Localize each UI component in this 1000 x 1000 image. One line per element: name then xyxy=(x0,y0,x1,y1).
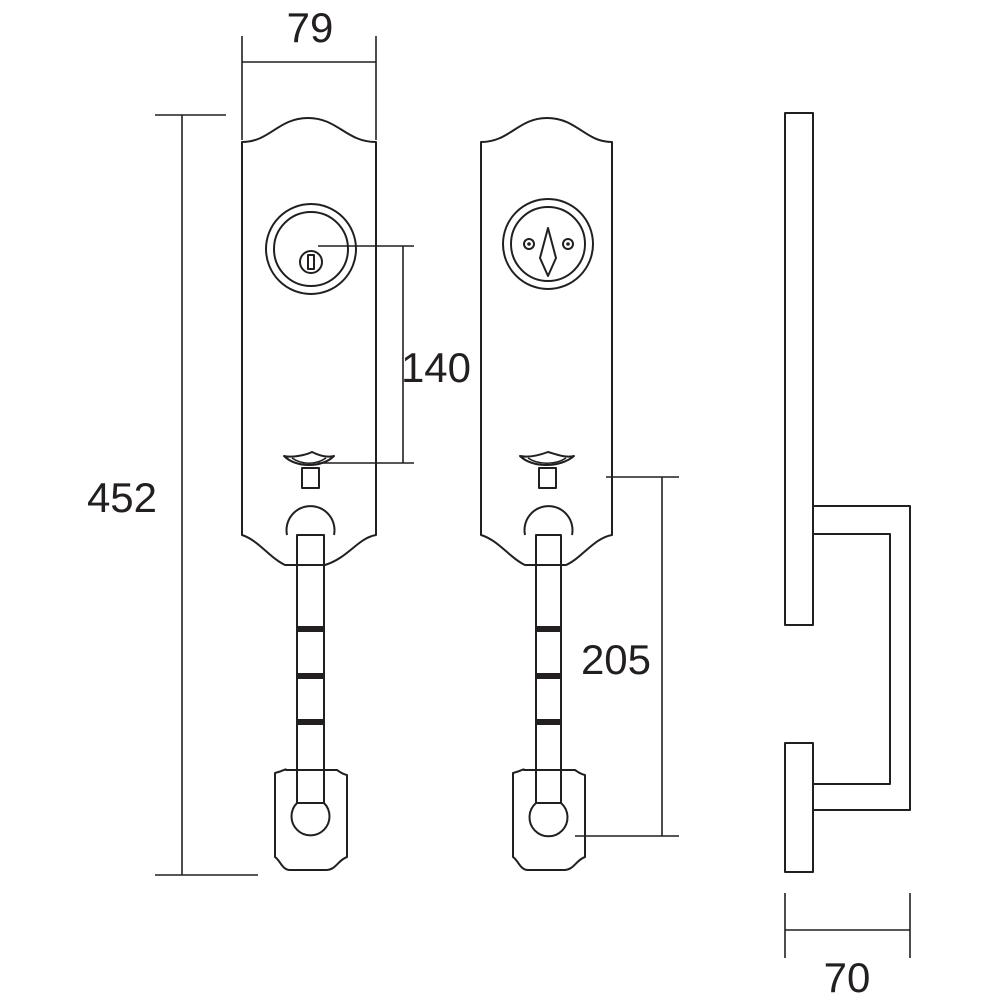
dimension-knob-to-grip-bottom: 205 xyxy=(575,476,679,837)
screw-left xyxy=(523,238,535,250)
side-grip-inner xyxy=(813,533,891,785)
dimension-label-140: 140 xyxy=(401,344,471,391)
screw-left-dot xyxy=(527,242,531,246)
grip-band-3 xyxy=(296,719,325,725)
grip-bottom-boss xyxy=(290,802,331,837)
grip-band-1 xyxy=(296,626,325,632)
thumb-piece-inner xyxy=(291,457,327,465)
turn-rosette-inner xyxy=(510,206,586,282)
dimension-lock-to-knob: 140 xyxy=(318,245,471,464)
thumb-turn xyxy=(539,227,557,277)
thumb-piece-stem xyxy=(301,467,320,489)
interior-grip-band-3 xyxy=(535,719,562,725)
screw-right-dot xyxy=(566,242,570,246)
dimension-label-205: 205 xyxy=(581,636,651,683)
turn-rosette-outer xyxy=(502,198,594,290)
interior-grip-band-1 xyxy=(535,626,562,632)
exterior-bottom-plate xyxy=(274,768,348,871)
interior-bottom-plate xyxy=(512,768,586,871)
keyway xyxy=(307,254,315,270)
exterior-handleset xyxy=(241,117,377,871)
interior-grip-bar xyxy=(535,534,562,804)
dimension-label-70: 70 xyxy=(824,954,871,1000)
thumb-piece xyxy=(283,451,335,466)
interior-grip-bottom-boss xyxy=(528,802,569,838)
side-view xyxy=(784,112,911,873)
key-plug xyxy=(299,250,323,274)
interior-grip-top-boss xyxy=(523,505,574,536)
thumb-piece-interior-inner xyxy=(527,457,567,465)
interior-grip-band-2 xyxy=(535,673,562,679)
side-plate-bottom xyxy=(784,742,814,873)
interior-plate xyxy=(480,117,613,566)
dimension-label-79: 79 xyxy=(287,4,334,51)
side-grip-outline xyxy=(813,505,911,811)
thumb-piece-interior xyxy=(519,451,575,466)
grip-band-2 xyxy=(296,673,325,679)
dimension-plate-width: 79 xyxy=(241,4,377,140)
thumb-piece-interior-stem xyxy=(538,467,557,489)
cylinder-rosette-inner xyxy=(273,211,349,287)
dimension-projection: 70 xyxy=(784,893,911,1000)
dimension-label-452: 452 xyxy=(87,474,157,521)
screw-right xyxy=(562,238,574,250)
interior-handleset xyxy=(480,117,613,871)
grip-bar xyxy=(296,534,325,804)
dimension-overall-height: 452 xyxy=(87,114,258,876)
side-plate-top xyxy=(784,112,814,626)
grip-top-boss xyxy=(285,505,336,536)
exterior-plate xyxy=(241,117,377,566)
cylinder-rosette-outer xyxy=(265,203,357,295)
